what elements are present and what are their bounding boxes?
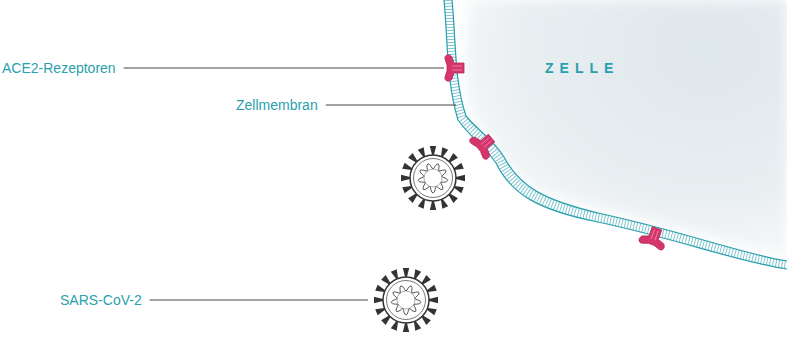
rna-core bbox=[424, 169, 442, 187]
spike bbox=[429, 297, 438, 303]
spike bbox=[454, 163, 464, 170]
rna-core bbox=[397, 291, 415, 309]
envelope bbox=[383, 277, 429, 323]
cell-label: ZELLE bbox=[545, 60, 619, 76]
envelope bbox=[410, 155, 456, 201]
spike bbox=[427, 285, 437, 292]
ace2-receptor bbox=[638, 224, 669, 251]
spike bbox=[430, 146, 436, 155]
virus bbox=[401, 146, 465, 210]
rna bbox=[418, 164, 448, 193]
virus-label: SARS-CoV-2 bbox=[60, 292, 142, 308]
ace2-receptor bbox=[468, 128, 500, 160]
receptor-shade bbox=[452, 66, 462, 70]
receptor-shade bbox=[481, 138, 491, 147]
spike bbox=[414, 321, 421, 331]
envelope-inner bbox=[414, 159, 453, 198]
spike bbox=[441, 147, 448, 157]
spike bbox=[401, 175, 410, 181]
spike bbox=[422, 316, 431, 325]
receptor-shape bbox=[468, 128, 500, 160]
cell-interior bbox=[465, 0, 787, 255]
spike bbox=[391, 321, 398, 331]
spike bbox=[408, 194, 417, 203]
spike bbox=[418, 199, 425, 209]
spike bbox=[427, 308, 437, 315]
spike bbox=[449, 153, 458, 162]
spike bbox=[418, 147, 425, 157]
leader-lines bbox=[124, 68, 456, 300]
spike bbox=[408, 153, 417, 162]
spike bbox=[441, 199, 448, 209]
spike bbox=[449, 194, 458, 203]
spike bbox=[391, 269, 398, 279]
spike bbox=[403, 268, 409, 277]
ace2-receptors bbox=[445, 55, 670, 251]
spike bbox=[375, 285, 385, 292]
cell-membrane bbox=[444, 0, 787, 269]
spike bbox=[375, 308, 385, 315]
envelope-inner bbox=[387, 281, 426, 320]
receptor-shape bbox=[638, 224, 669, 251]
rna bbox=[391, 286, 421, 315]
virus bbox=[374, 268, 438, 332]
spike bbox=[403, 323, 409, 332]
spike bbox=[402, 163, 412, 170]
leader-line bbox=[150, 300, 368, 301]
spike bbox=[430, 201, 436, 210]
virus-particles bbox=[374, 146, 465, 332]
leader-line bbox=[326, 105, 456, 106]
spike bbox=[422, 275, 431, 284]
spike bbox=[456, 175, 465, 181]
receptor-shape bbox=[445, 55, 464, 81]
ace2-receptor bbox=[445, 55, 464, 81]
spike bbox=[414, 269, 421, 279]
leader-line bbox=[124, 68, 444, 69]
spike bbox=[454, 186, 464, 193]
receptor-label: ACE2-Rezeptoren bbox=[2, 60, 116, 76]
membrane-label: Zellmembran bbox=[236, 97, 318, 113]
spike bbox=[402, 186, 412, 193]
spike bbox=[381, 275, 390, 284]
receptor-shade bbox=[651, 230, 658, 241]
spike bbox=[374, 297, 383, 303]
spike bbox=[381, 316, 390, 325]
